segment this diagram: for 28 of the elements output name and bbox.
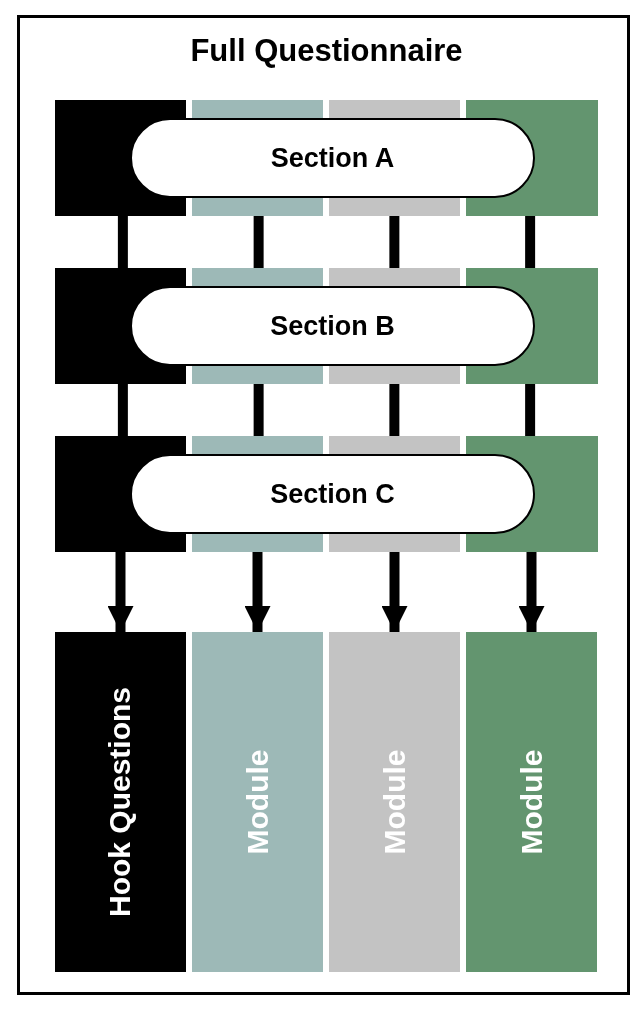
module-column (55, 632, 186, 972)
connector (117, 216, 128, 268)
connector (389, 216, 400, 268)
arrow (518, 552, 545, 632)
arrow (244, 552, 271, 632)
module-column (192, 632, 323, 972)
section-band (55, 268, 598, 384)
connector (117, 384, 128, 436)
connector (389, 384, 400, 436)
questionnaire-frame (17, 15, 630, 995)
section-band (55, 436, 598, 552)
connector (253, 384, 264, 436)
section-pill: Section C (130, 454, 535, 534)
connector (253, 216, 264, 268)
module-column (329, 632, 460, 972)
column-label: Module (514, 749, 549, 855)
module-column (466, 632, 597, 972)
column-label: Hook Questions (103, 687, 138, 917)
connector (525, 216, 536, 268)
title-text: Full Questionnaire (190, 32, 463, 70)
connector (525, 384, 536, 436)
section-band (55, 100, 598, 216)
section-pill: Section A (130, 118, 535, 198)
column-label: Module (240, 749, 275, 855)
column-label: Module (377, 749, 412, 855)
section-pill: Section B (130, 286, 535, 366)
arrow (381, 552, 408, 632)
arrow (107, 552, 134, 632)
